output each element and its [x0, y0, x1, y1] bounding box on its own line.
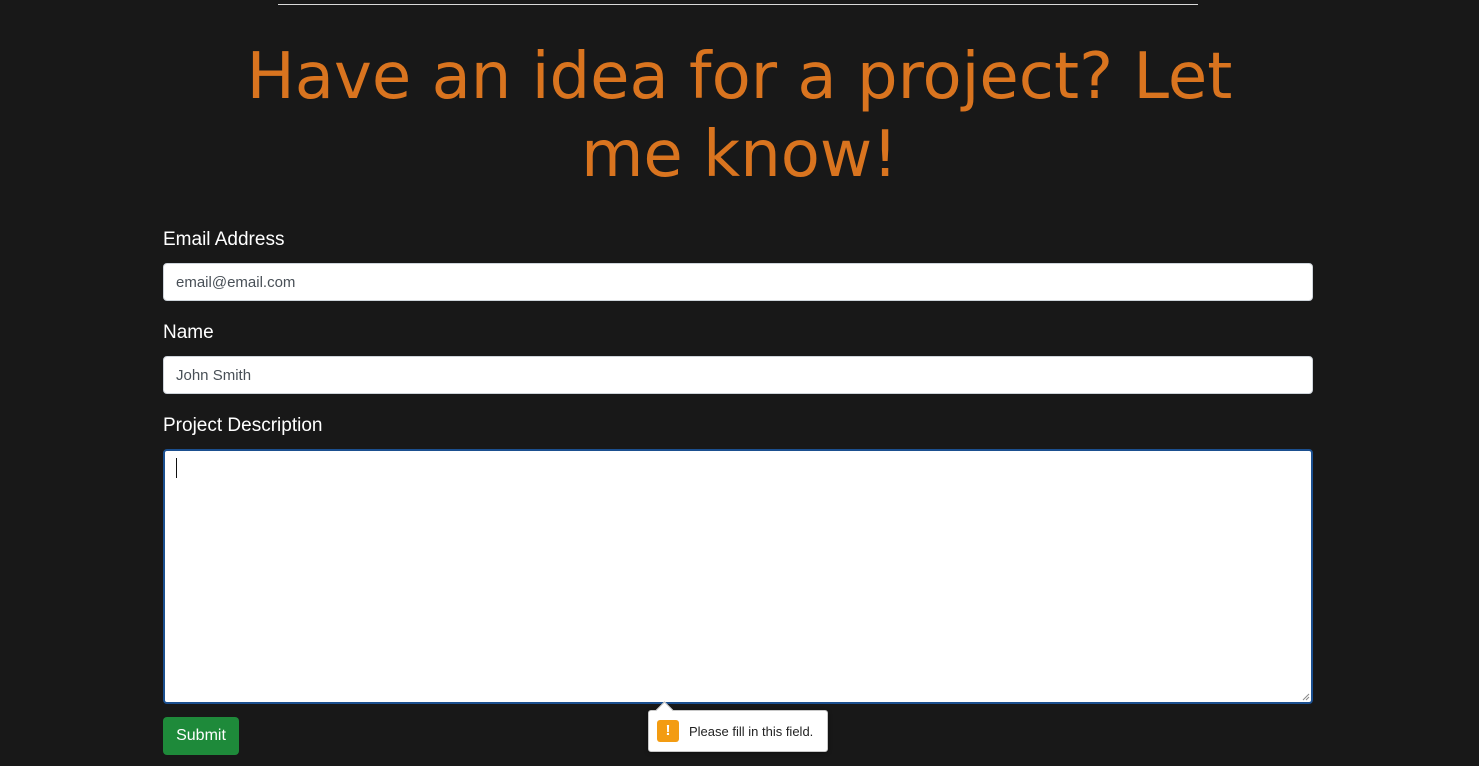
contact-form: Email Address Name Project Description S…	[163, 226, 1313, 755]
resize-grip-icon[interactable]	[1302, 693, 1310, 701]
validation-tooltip: ! Please fill in this field.	[648, 701, 828, 752]
email-field[interactable]	[163, 263, 1313, 301]
project-description-wrapper	[163, 449, 1313, 704]
submit-button[interactable]: Submit	[163, 717, 239, 755]
validation-message: Please fill in this field.	[689, 723, 814, 739]
page-heading: Have an idea for a project? Let me know!	[246, 40, 1233, 192]
text-caret	[176, 458, 177, 478]
name-field[interactable]	[163, 356, 1313, 394]
name-label: Name	[163, 322, 214, 343]
project-description-label: Project Description	[163, 415, 323, 436]
email-label: Email Address	[163, 229, 285, 250]
warning-icon: !	[657, 720, 679, 742]
top-divider	[278, 4, 1198, 5]
tooltip-arrow	[655, 701, 674, 720]
project-description-field[interactable]	[163, 449, 1313, 704]
